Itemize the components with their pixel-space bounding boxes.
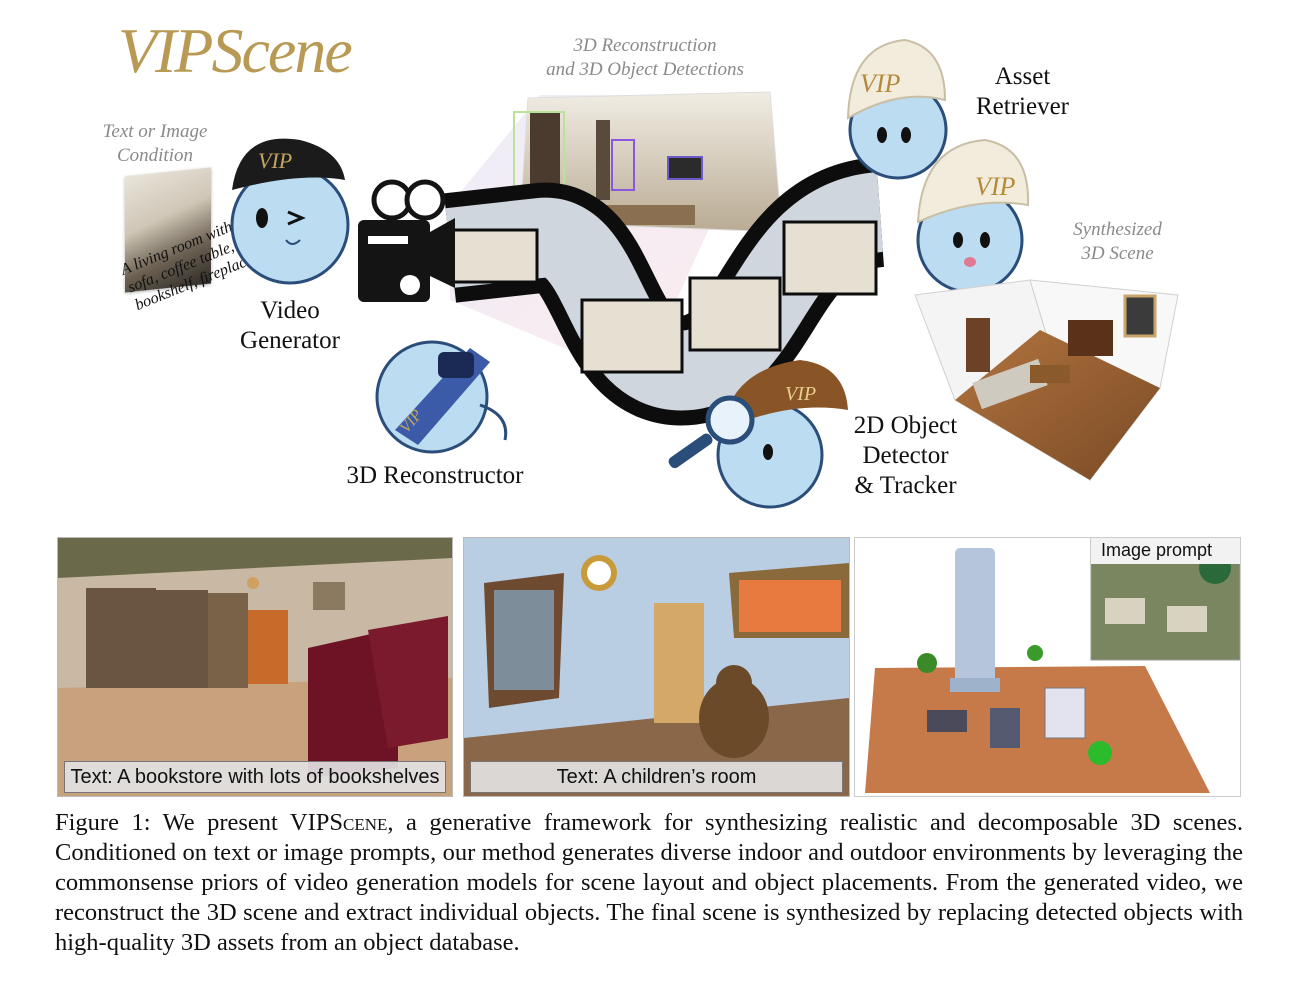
caption-lead: Figure 1: We present VIP: [55, 809, 330, 836]
detector-label: 2D Object Detector & Tracker: [838, 411, 973, 501]
reconstructor-mascot: VIP: [375, 340, 508, 454]
vipscene-logo: VIPScene: [118, 15, 353, 86]
caption-smallcaps: Scene: [329, 809, 388, 836]
detector-mascot: VIP: [668, 360, 848, 509]
asset-retriever-mascot-2: VIP: [916, 138, 1030, 294]
movie-camera-icon: [358, 179, 455, 302]
pipeline-illustration: VIP VIP VIP VIP VI: [230, 38, 1179, 509]
reconstruction-label-line1: 3D Reconstruction: [573, 35, 717, 56]
video-generator-mascot: VIP: [230, 138, 350, 285]
image-prompt-panel: Image prompt: [854, 537, 1241, 797]
childrens-caption: Text: A children’s room: [470, 761, 843, 793]
synthesized-label: Synthesized 3D Scene: [1050, 218, 1185, 266]
detector-label-line3: & Tracker: [854, 472, 957, 499]
synthesized-label-line2: 3D Scene: [1081, 243, 1154, 264]
detector-label-line2: Detector: [862, 442, 949, 469]
condition-label: Text or Image Condition: [80, 120, 230, 168]
outdoor-scene-render: [855, 538, 1240, 796]
video-generator-label-line1: Video: [260, 297, 320, 324]
reconstruction-label: 3D Reconstruction and 3D Object Detectio…: [520, 34, 770, 82]
synthesized-scene: [914, 279, 1179, 482]
asset-retriever-mascot-1: VIP: [846, 38, 948, 180]
childrens-panel: Text: A children’s room: [463, 537, 850, 797]
condition-label-line1: Text or Image: [102, 121, 208, 142]
detector-label-line1: 2D Object: [853, 412, 958, 439]
retriever-label-line1: Asset: [994, 63, 1051, 90]
childrens-room-render: [464, 538, 849, 796]
condition-label-line2: Condition: [116, 145, 193, 166]
hat-text-generator: VIP: [258, 148, 292, 173]
film-frames: [450, 220, 878, 374]
synthesized-label-line1: Synthesized: [1073, 219, 1162, 240]
video-generator-label-line2: Generator: [240, 327, 340, 354]
bookstore-caption: Text: A bookstore with lots of bookshelv…: [64, 761, 446, 793]
hat-text-retriever-2: VIP: [975, 172, 1016, 201]
figure-caption: Figure 1: We present VIPScene, a generat…: [55, 808, 1243, 958]
hat-text-detector: VIP: [785, 383, 816, 405]
bookstore-panel: Text: A bookstore with lots of bookshelv…: [57, 537, 453, 797]
video-generator-label: Video Generator: [220, 296, 360, 356]
image-prompt-label: Image prompt: [1101, 540, 1213, 560]
hat-text-retriever-1: VIP: [860, 69, 901, 98]
caption-rest: , a generative framework for synthesizin…: [55, 809, 1243, 956]
retriever-label-line2: Retriever: [975, 93, 1069, 120]
bookstore-render: [58, 538, 452, 796]
retriever-label: Asset Retriever: [965, 62, 1080, 122]
reconstructor-label: 3D Reconstructor: [346, 462, 524, 489]
reconstruction-label-line2: and 3D Object Detections: [546, 59, 744, 80]
